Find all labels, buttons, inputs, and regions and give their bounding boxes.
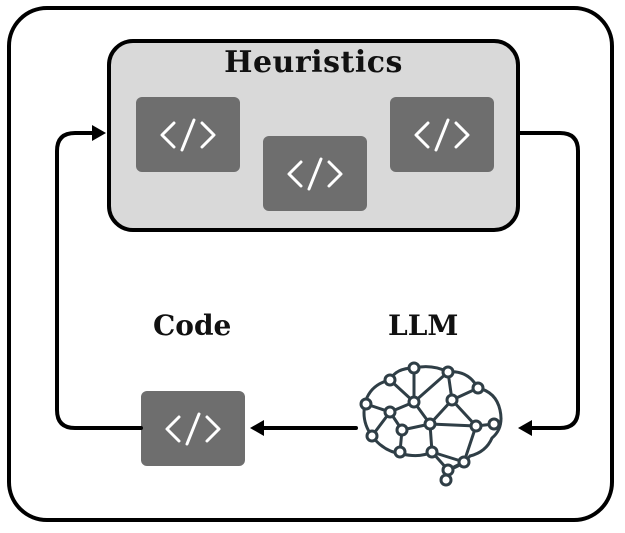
arrow-head-icon (92, 125, 532, 436)
code-output-icon (141, 391, 245, 466)
code-label: Code (153, 309, 232, 342)
llm-label: LLM (388, 309, 459, 342)
code-icon (390, 97, 494, 172)
heuristics-title: Heuristics (224, 45, 403, 80)
code-icon (263, 136, 367, 211)
code-icon (136, 97, 240, 172)
